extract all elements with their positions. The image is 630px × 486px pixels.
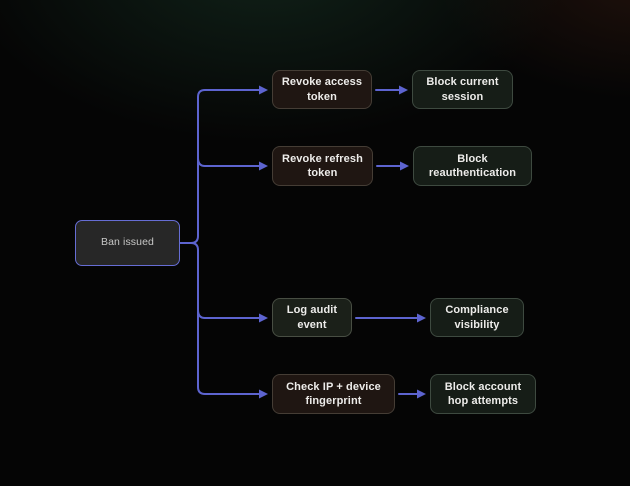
node-label: Revoke refresh token: [282, 152, 363, 179]
arrowhead: [259, 161, 268, 171]
node-ban-issued[interactable]: Ban issued: [75, 220, 180, 266]
node-revoke-refresh-token[interactable]: Revoke refresh token: [272, 146, 373, 186]
node-label: Ban issued: [101, 236, 154, 249]
node-block-reauthentication[interactable]: Block reauthentication: [413, 146, 532, 186]
edge-ban-revoke-access: [179, 89, 260, 244]
node-label: Block reauthentication: [428, 152, 517, 179]
node-label: Block current session: [426, 76, 499, 103]
arrowhead: [399, 85, 408, 95]
node-label: Revoke access token: [281, 76, 363, 103]
arrowhead: [417, 389, 426, 399]
node-revoke-access-token[interactable]: Revoke access token: [272, 70, 372, 109]
arrowhead: [400, 161, 409, 171]
node-label: Log audit event: [286, 304, 338, 331]
arrowhead: [259, 389, 268, 399]
node-label: Compliance visibility: [445, 304, 509, 331]
arrowhead: [259, 313, 268, 323]
node-block-account-hop-attempts[interactable]: Block account hop attempts: [430, 374, 536, 414]
node-log-audit-event[interactable]: Log audit event: [272, 298, 352, 337]
edge-ban-log-audit: [197, 309, 260, 319]
node-check-ip-device-fingerprint[interactable]: Check IP + device fingerprint: [272, 374, 395, 414]
arrowhead: [259, 85, 268, 95]
node-label: Check IP + device fingerprint: [286, 380, 381, 407]
arrowheads: [259, 85, 426, 399]
arrowhead: [417, 313, 426, 323]
node-block-current-session[interactable]: Block current session: [412, 70, 513, 109]
edge-ban-check-ip: [190, 242, 260, 395]
edge-ban-revoke-refresh: [197, 157, 260, 167]
node-compliance-visibility[interactable]: Compliance visibility: [430, 298, 524, 337]
node-label: Block account hop attempts: [444, 380, 522, 407]
